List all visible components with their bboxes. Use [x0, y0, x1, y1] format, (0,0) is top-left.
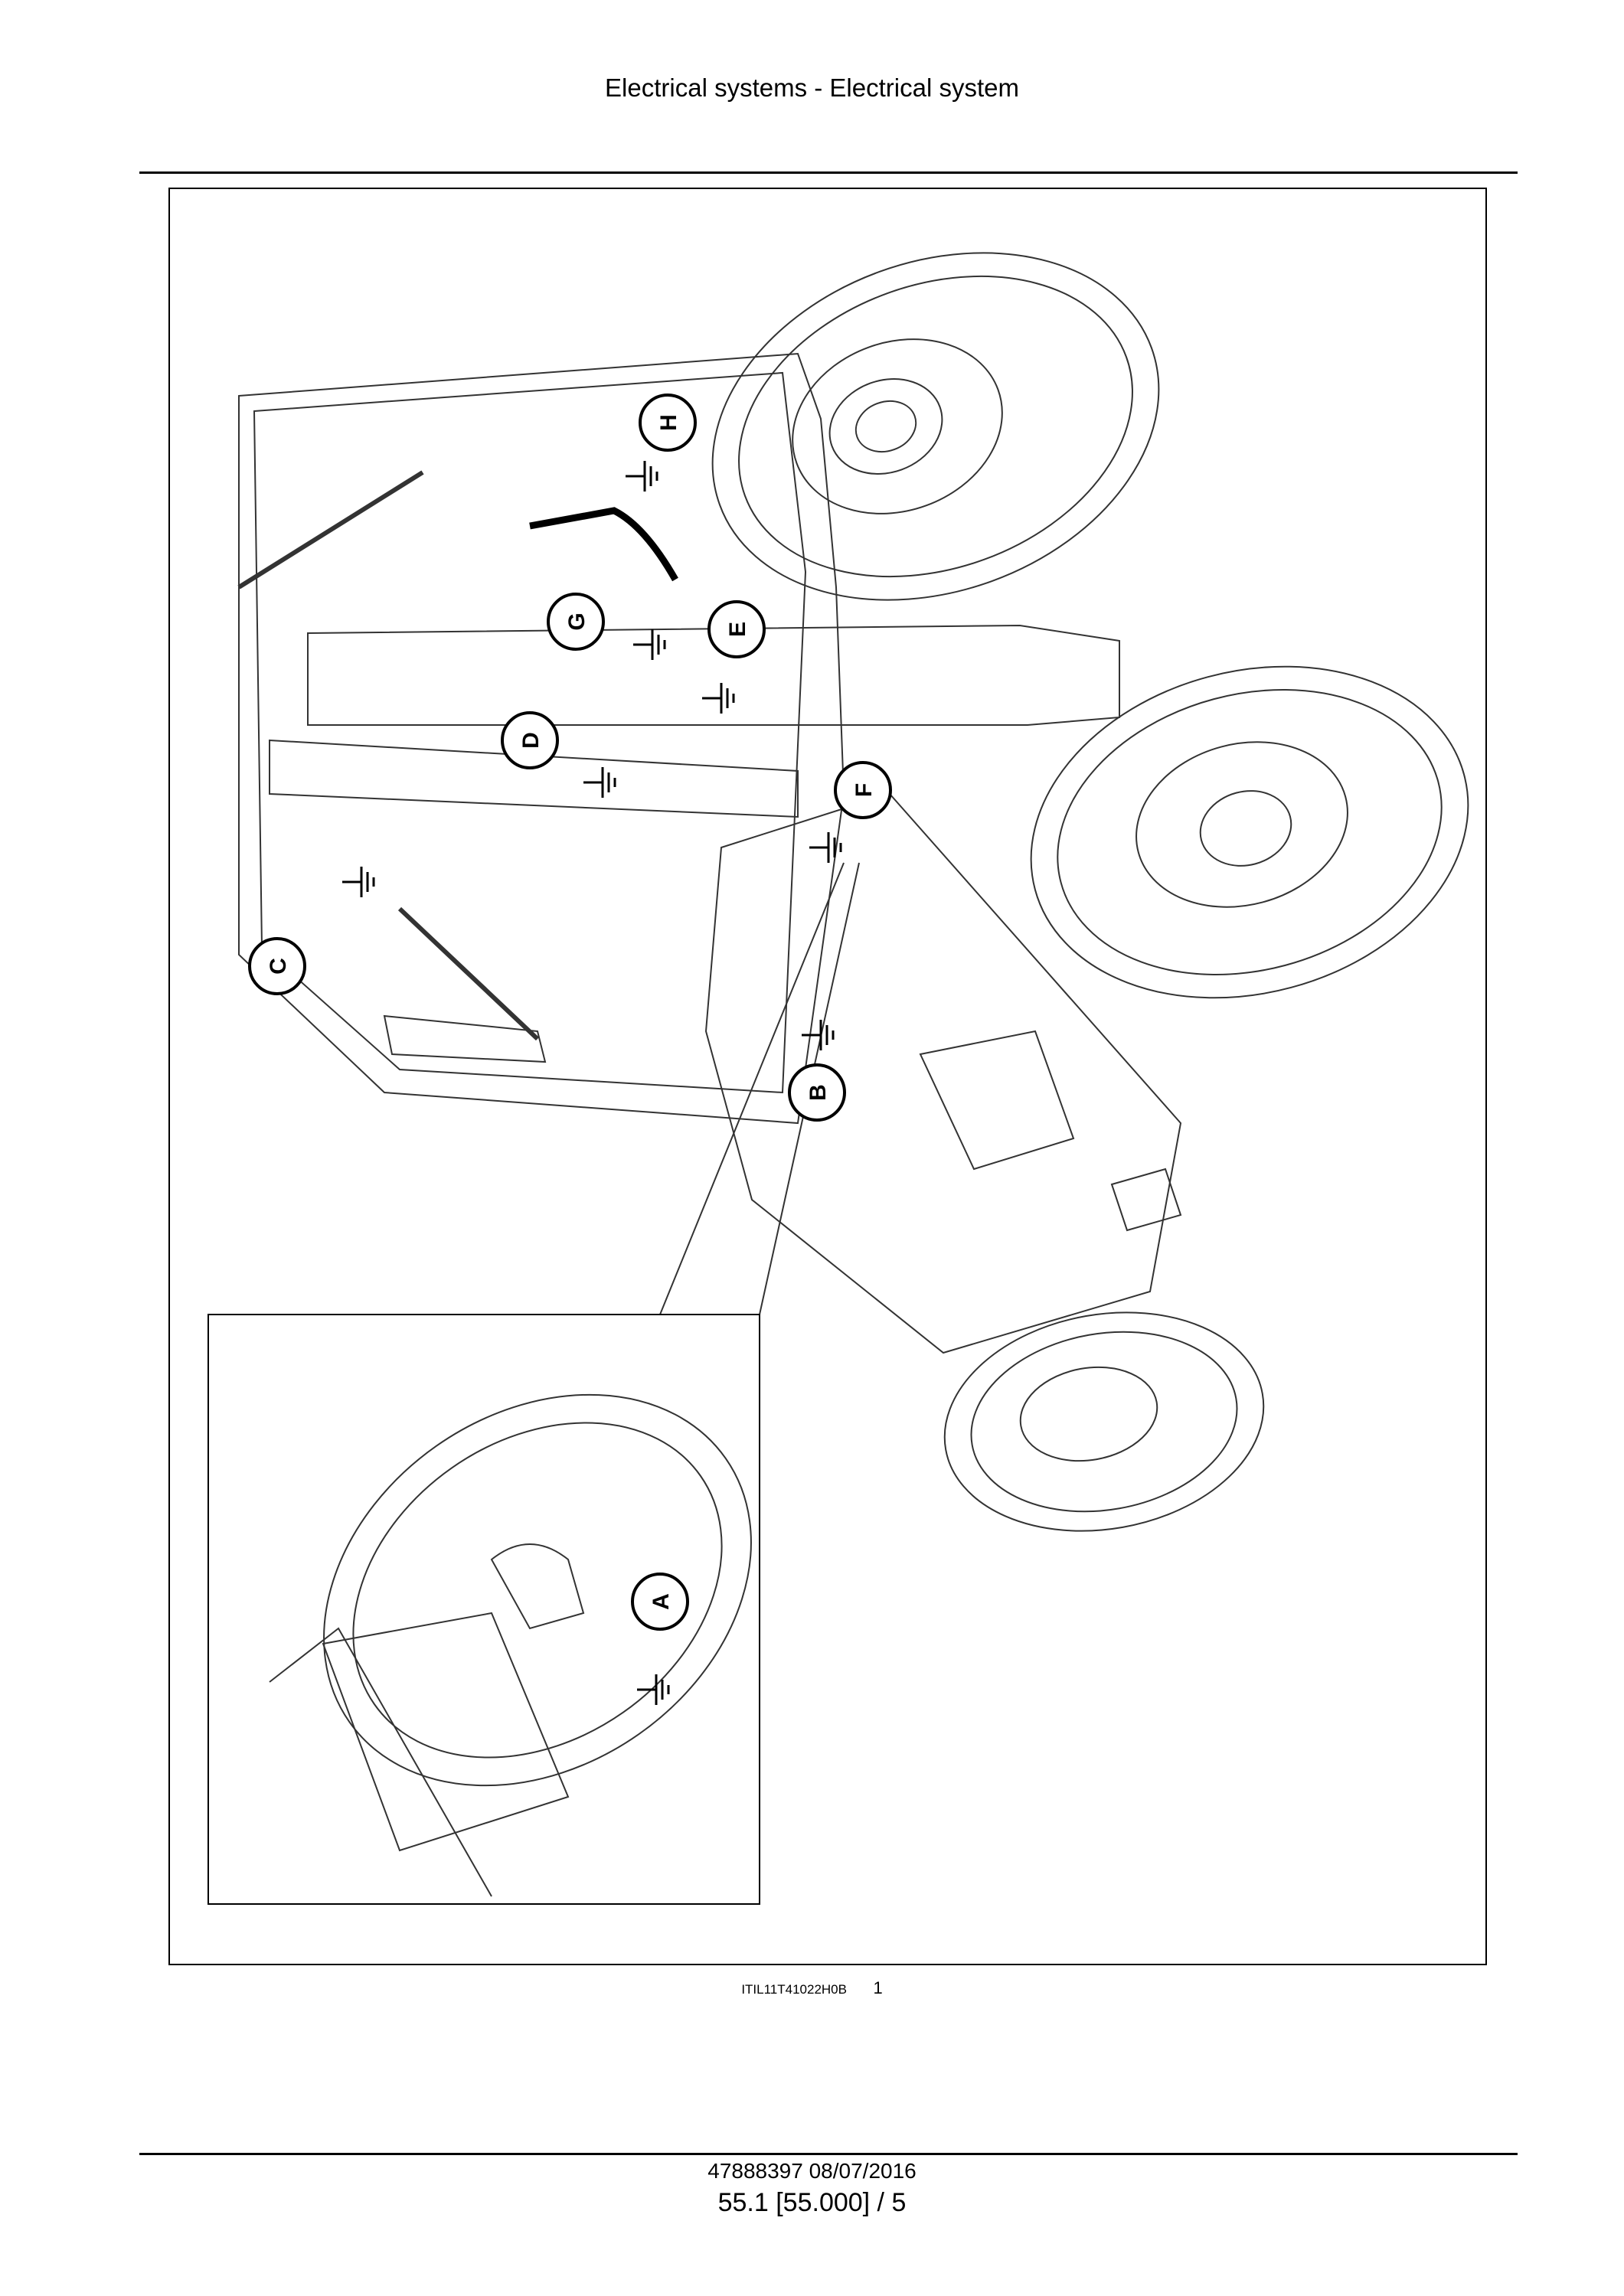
callout-label: F [851, 783, 877, 797]
footer-rule [139, 2153, 1518, 2155]
footer-doc-reference: 47888397 08/07/2016 [707, 2159, 917, 2183]
callout-label: H [656, 414, 681, 431]
callout-label: E [725, 622, 750, 637]
callout-label: A [649, 1593, 674, 1610]
tractor-ground-points-illustration: A B C D E F G H [207, 252, 1469, 1905]
callout-label: B [805, 1084, 831, 1101]
callout-label: D [518, 732, 544, 749]
front-wheel-drawing [1030, 665, 1469, 999]
callout-label: C [266, 958, 291, 975]
figure-number: 1 [873, 1978, 883, 1997]
page-header-title: Electrical systems - Electrical system [605, 73, 1019, 102]
rear-wheel-drawing [711, 252, 1160, 601]
footer-page-number: 55.1 [55.000] / 5 [717, 2188, 907, 2217]
hood-drawing [704, 792, 1182, 1354]
figure-frame: A B C D E F G H [168, 188, 1487, 1965]
figure-caption: ITIL11T41022H0B 1 [0, 1978, 1624, 1998]
cab-frame-drawing [238, 352, 1120, 1125]
callout-label: G [564, 612, 590, 630]
steering-detail-inset [207, 1314, 760, 1905]
ground-symbols [342, 461, 842, 1705]
lower-wheel-drawing [943, 1311, 1265, 1532]
header-rule [139, 171, 1518, 174]
figure-code: ITIL11T41022H0B [741, 1982, 847, 1997]
